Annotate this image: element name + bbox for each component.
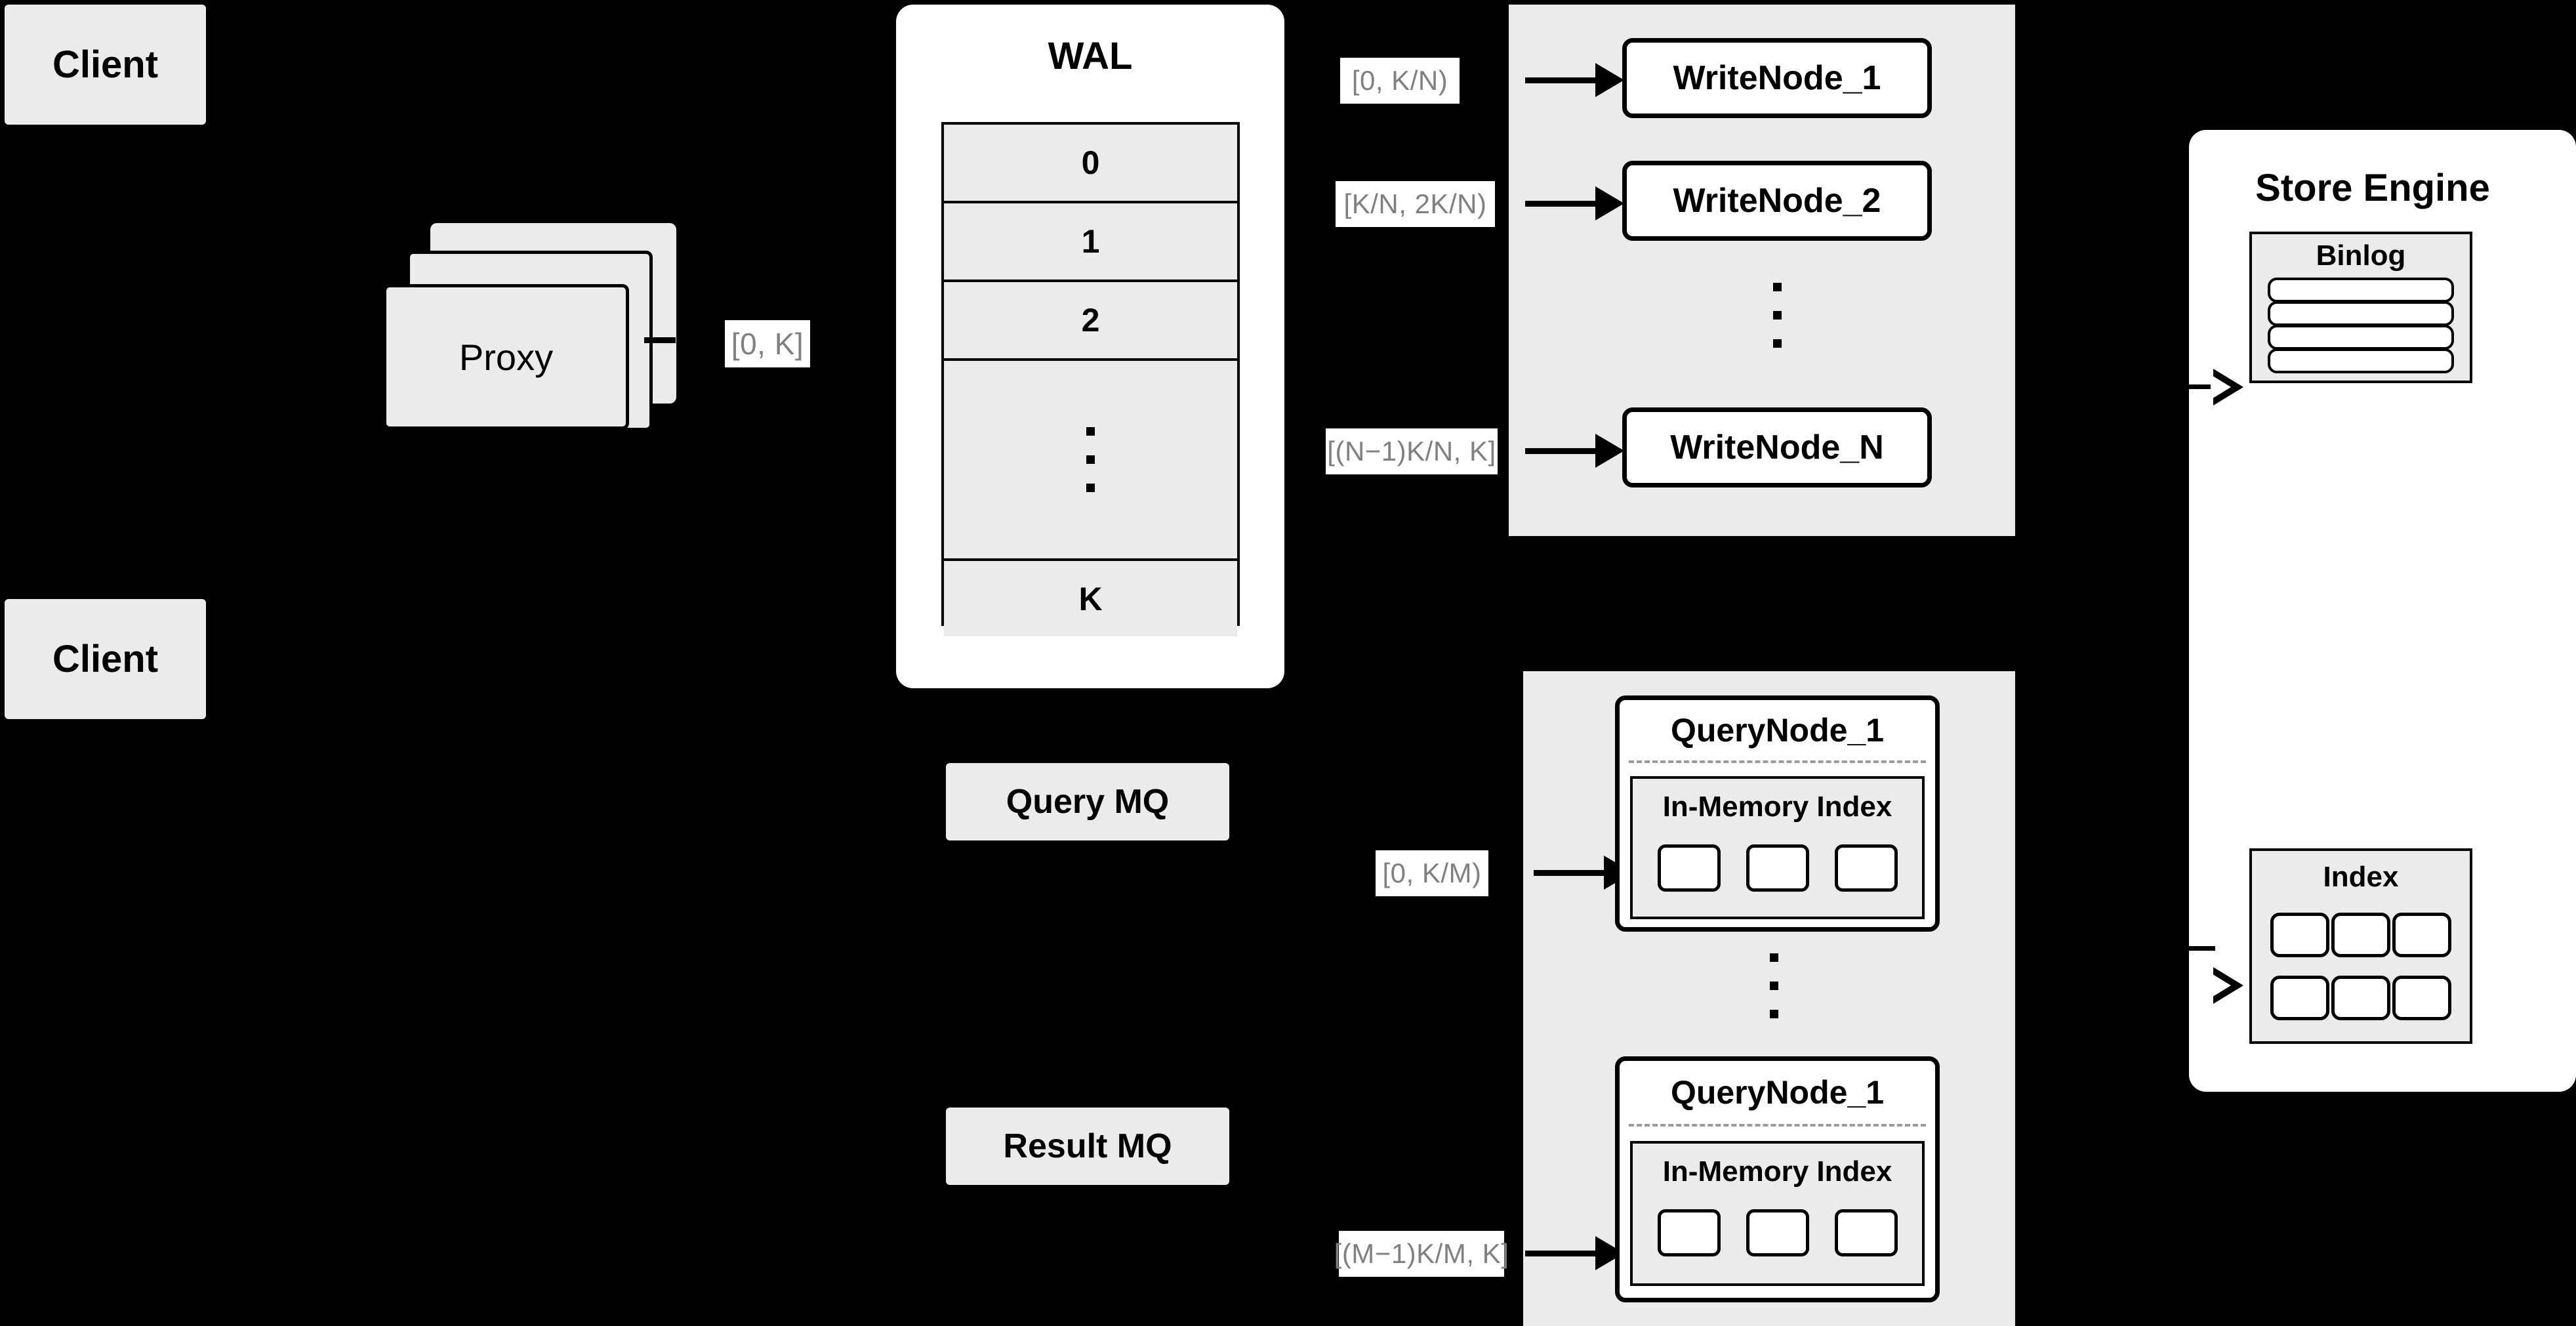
- write-node-vertical-ellipsis-icon: [1769, 276, 1785, 354]
- arrow-line-index: [2180, 946, 2215, 951]
- arrow-line-writenode-n: [1525, 448, 1597, 454]
- store-engine-title: Store Engine: [2255, 166, 2490, 209]
- wal-table: 0 1 2 K: [941, 122, 1240, 636]
- edge-label-querynode-1: [0, K/M): [1376, 850, 1488, 896]
- query-node-1-index-cell[interactable]: [1834, 844, 1898, 892]
- client-label-2: Client: [52, 638, 159, 680]
- binlog-block: Binlog: [2249, 232, 2472, 383]
- edge-label-proxy-to-wal: [0, K]: [725, 320, 810, 367]
- index-cell[interactable]: [2270, 976, 2329, 1020]
- index-cell[interactable]: [2331, 913, 2390, 957]
- index-title: Index: [2323, 861, 2399, 893]
- proxy-box[interactable]: Proxy: [383, 284, 629, 430]
- query-node-1-inmemory-index-title: In-Memory Index: [1662, 791, 1892, 823]
- query-node-1-title: QueryNode_1: [1670, 712, 1885, 749]
- client-label-1: Client: [52, 43, 159, 86]
- arrow-line-writenode-1: [1525, 77, 1597, 83]
- wal-row-k[interactable]: K: [944, 561, 1237, 636]
- binlog-row[interactable]: [2268, 278, 2454, 302]
- edge-label-writenode-2: [K/N, 2K/N): [1336, 181, 1495, 227]
- edge-label-querynode-m: [(M−1)K/M, K]: [1334, 1231, 1509, 1277]
- wal-row-ellipsis: [944, 361, 1237, 561]
- write-node-2[interactable]: WriteNode_2: [1622, 161, 1932, 241]
- arrow-head-binlog: [2211, 369, 2243, 405]
- arrow-head-writenode-n: [1595, 434, 1624, 468]
- binlog-row[interactable]: [2268, 348, 2454, 373]
- query-node-1-inmemory-index: In-Memory Index: [1630, 776, 1925, 919]
- wal-row-0[interactable]: 0: [944, 125, 1237, 203]
- query-node-m-divider: [1629, 1124, 1926, 1127]
- query-node-1-index-cell[interactable]: [1746, 844, 1809, 892]
- proxy-label: Proxy: [459, 336, 554, 378]
- query-node-m-inmemory-index: In-Memory Index: [1630, 1141, 1925, 1286]
- query-node-m-index-cell[interactable]: [1657, 1209, 1721, 1256]
- query-node-1-index-cell[interactable]: [1657, 844, 1721, 892]
- arrow-line-writenode-2: [1525, 201, 1597, 207]
- binlog-title: Binlog: [2316, 239, 2406, 272]
- write-node-1[interactable]: WriteNode_1: [1622, 38, 1932, 118]
- arrow-line-querynode-m: [1525, 1251, 1597, 1256]
- query-node-1-divider: [1629, 760, 1926, 763]
- query-node-m-index-cell[interactable]: [1746, 1209, 1809, 1256]
- wal-vertical-ellipsis-icon: [1086, 427, 1095, 492]
- arrow-head-index: [2211, 967, 2243, 1004]
- query-node-vertical-ellipsis-icon: [1766, 946, 1782, 1025]
- query-node-m-inmemory-index-title: In-Memory Index: [1662, 1155, 1892, 1188]
- wal-row-1[interactable]: 1: [944, 203, 1237, 282]
- query-node-m-title: QueryNode_1: [1670, 1074, 1885, 1111]
- proxy-connector-stub: [644, 337, 676, 343]
- binlog-row[interactable]: [2268, 301, 2454, 326]
- index-cell[interactable]: [2392, 976, 2452, 1020]
- query-node-m-index-cell[interactable]: [1834, 1209, 1898, 1256]
- write-node-n[interactable]: WriteNode_N: [1622, 407, 1932, 487]
- index-cell[interactable]: [2270, 913, 2329, 957]
- edge-label-writenode-1: [0, K/N): [1340, 58, 1460, 104]
- client-box-2[interactable]: Client: [5, 599, 206, 719]
- edge-label-writenode-n: [(N−1)K/N, K]: [1326, 428, 1498, 474]
- binlog-row[interactable]: [2268, 325, 2454, 350]
- result-mq-box[interactable]: Result MQ: [946, 1108, 1229, 1185]
- query-mq-box[interactable]: Query MQ: [946, 763, 1229, 840]
- arrow-line-querynode-1: [1534, 870, 1606, 876]
- wal-title: WAL: [1048, 34, 1133, 77]
- arrow-head-writenode-2: [1595, 186, 1624, 220]
- arrow-head-writenode-1: [1595, 63, 1624, 97]
- client-box-1[interactable]: Client: [5, 5, 206, 125]
- arrow-line-binlog: [2180, 384, 2215, 389]
- index-cell[interactable]: [2392, 913, 2452, 957]
- index-block: Index: [2249, 848, 2472, 1044]
- query-node-m[interactable]: QueryNode_1 In-Memory Index: [1615, 1056, 1940, 1302]
- index-cell[interactable]: [2331, 976, 2390, 1020]
- wal-row-2[interactable]: 2: [944, 282, 1237, 361]
- query-node-1[interactable]: QueryNode_1 In-Memory Index: [1615, 695, 1940, 932]
